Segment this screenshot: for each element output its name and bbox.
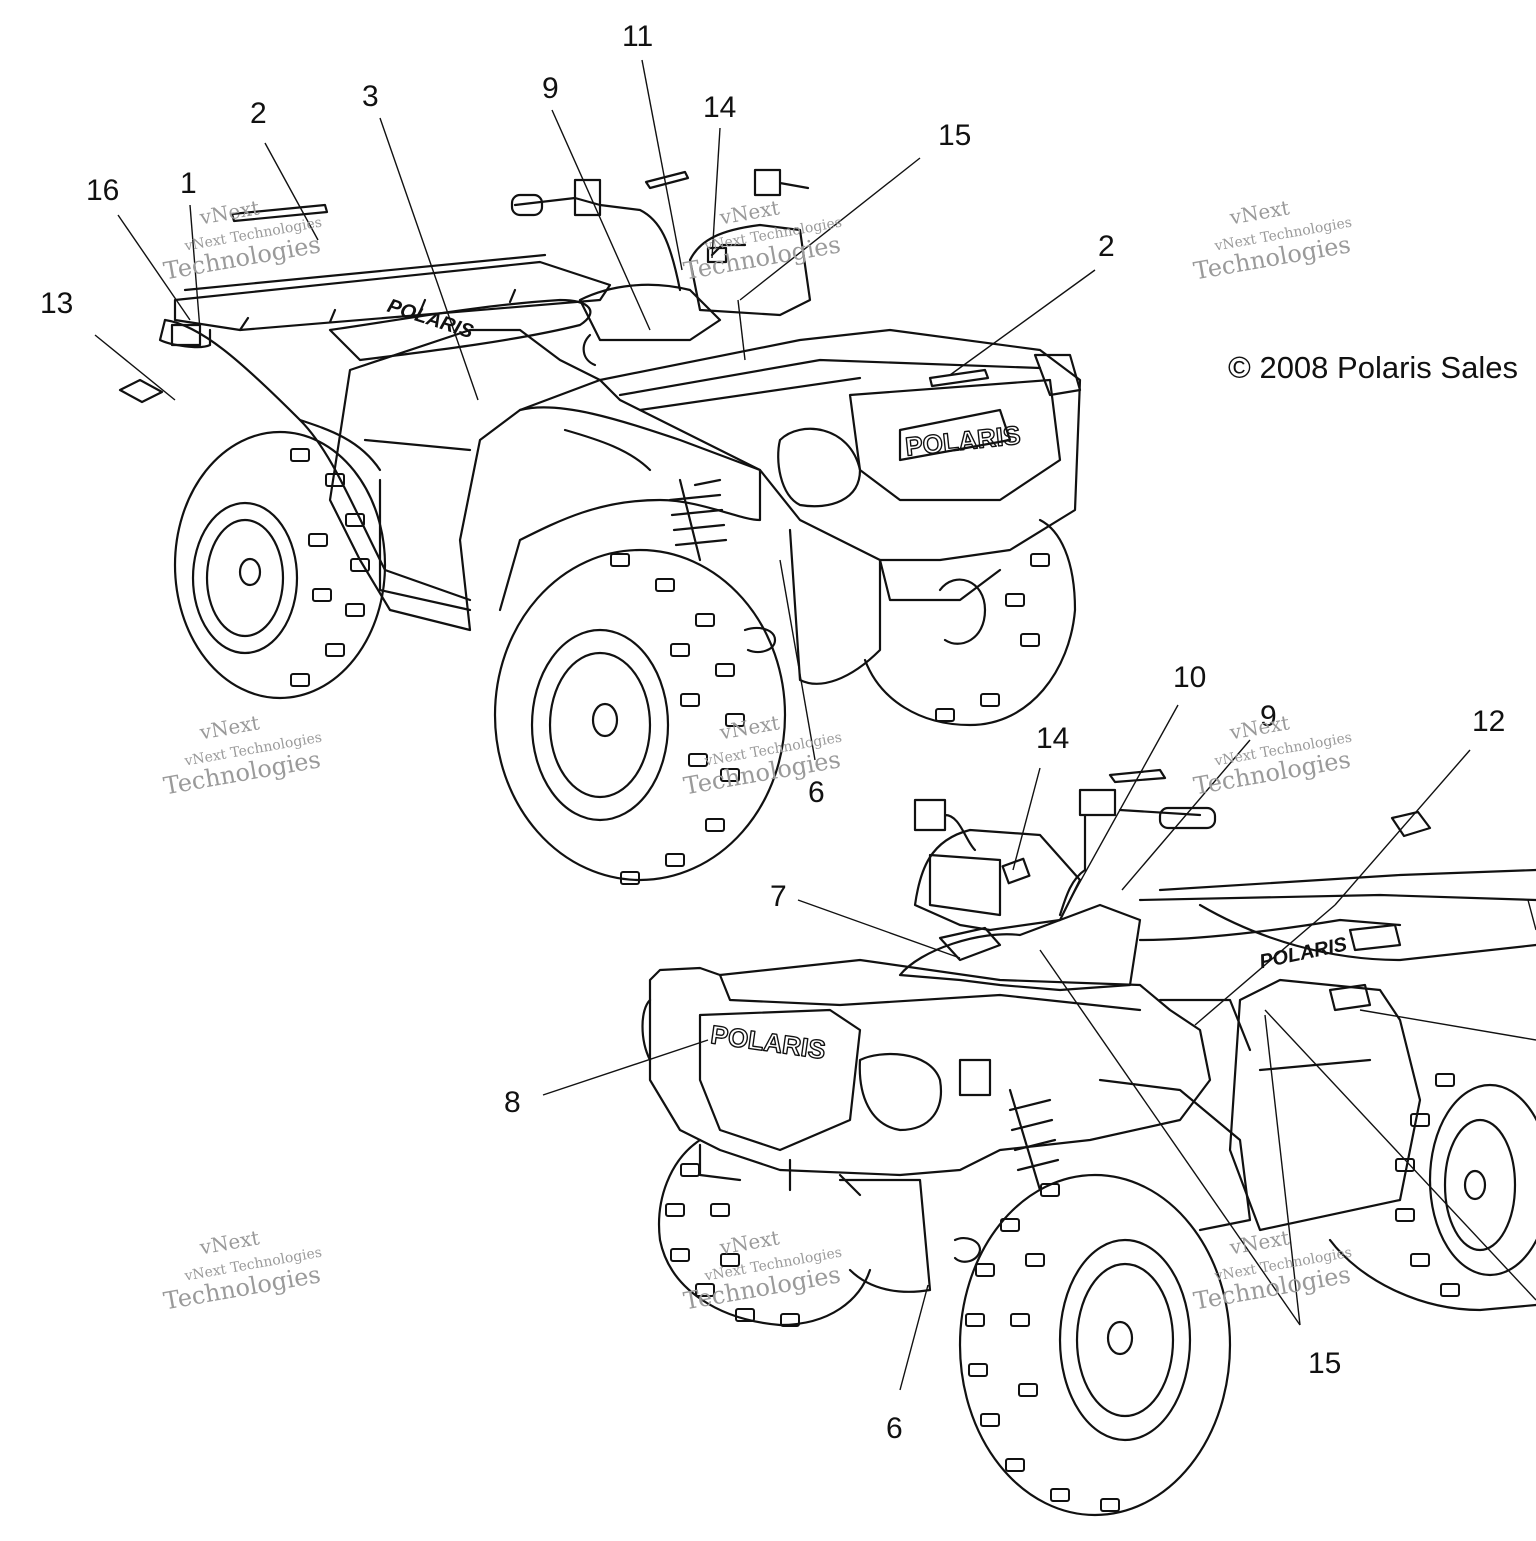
watermark-top: vNext [197, 710, 261, 744]
callout-9: 9 [542, 72, 559, 105]
callout-12: 12 [1472, 705, 1505, 738]
callout-15b: 15 [1308, 1347, 1341, 1380]
watermarks: vNext vNext Technologies Technologies vN… [154, 185, 1358, 1315]
callout-2: 2 [250, 97, 267, 130]
lower-side-wordmark: POLARIS [1257, 933, 1349, 973]
upper-rear-tire [175, 432, 385, 698]
callout-6: 6 [808, 776, 825, 809]
callout-8: 8 [504, 1086, 521, 1119]
watermark-top: vNext [717, 195, 781, 229]
callout-10: 10 [1173, 661, 1206, 694]
callout-11: 11 [622, 20, 653, 53]
callout-16: 16 [86, 174, 119, 207]
callout-15: 15 [938, 119, 971, 152]
watermark-top: vNext [717, 1225, 781, 1259]
watermark-top: vNext [1227, 1225, 1291, 1259]
lower-front-wordmark: POLARIS [709, 1019, 828, 1065]
callout-1: 1 [180, 167, 197, 200]
watermark-top: vNext [197, 1225, 261, 1259]
copyright-notice: © 2008 Polaris Sales [1228, 350, 1518, 386]
callout-3: 3 [362, 80, 379, 113]
callout-6b: 6 [886, 1412, 903, 1445]
upper-front-right-tire [865, 520, 1075, 725]
callout-7: 7 [770, 880, 787, 913]
callout-14b: 14 [1036, 722, 1069, 755]
callout-2b: 2 [1098, 230, 1115, 263]
watermark-top: vNext [1227, 710, 1291, 744]
watermark-top: vNext [197, 195, 261, 229]
lower-front-right-tire [960, 1175, 1230, 1515]
callout-14: 14 [703, 91, 736, 124]
lower-rear-tire [1330, 1074, 1536, 1310]
upper-side-wordmark: POLARIS [385, 295, 477, 344]
callout-13: 13 [40, 287, 73, 320]
watermark-top: vNext [1227, 195, 1291, 229]
